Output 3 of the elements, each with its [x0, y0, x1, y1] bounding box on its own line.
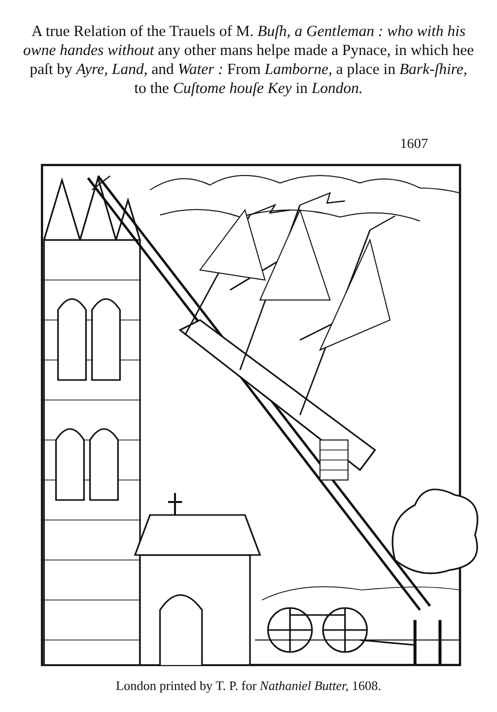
year-label: 1607 — [400, 137, 428, 153]
imprint-caption: London printed by T. P. for Nathaniel Butter, 1608. — [114, 678, 382, 694]
title: A true Relation of the Trauels of M. Buſh, a Gentleman : who with his owne handes without any other mans helpe made a Pynace, in which hee paſt by Ayre, Land, and Water : From Lamborne, a place in Bark-ſhire, to the Cuſtome houſe Key in London. — [22, 22, 475, 98]
